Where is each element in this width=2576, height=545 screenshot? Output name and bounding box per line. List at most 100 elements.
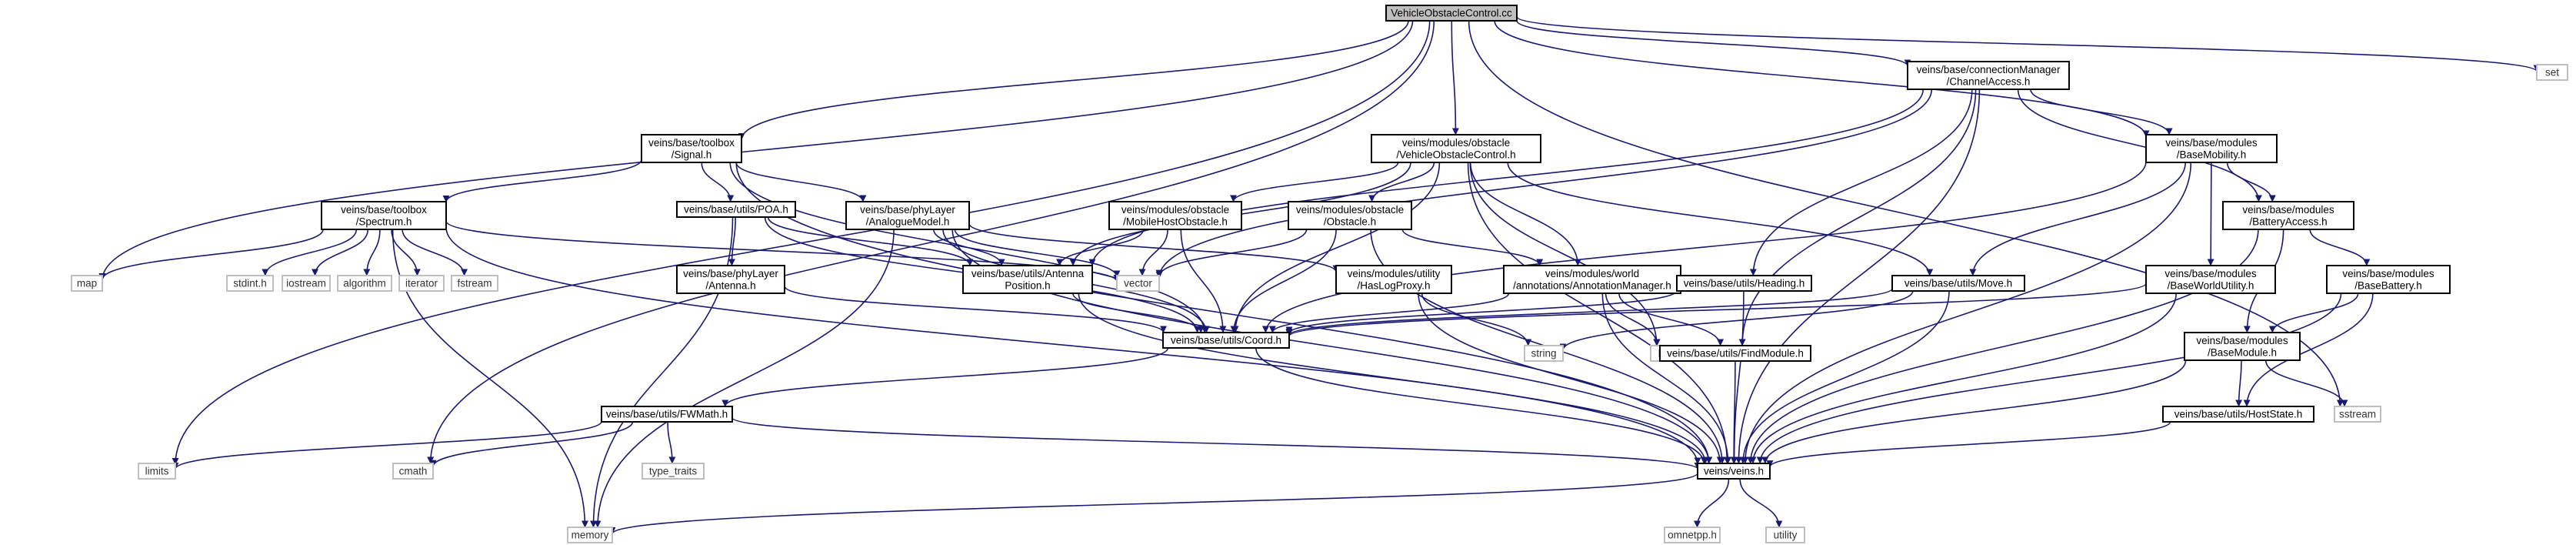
node-box [1108,201,1242,230]
node-label: /Spectrum.h [356,216,412,227]
node-vector: vector [1116,275,1160,292]
node-findmod[interactable]: veins/base/utils/FindModule.h [1659,345,1811,362]
node-box [2334,406,2381,423]
node-label: /Signal.h [671,149,712,160]
node-label: veins/modules/utility [1348,268,1441,279]
node-mho[interactable]: veins/modules/obstacle/MobileHostObstacl… [1108,201,1242,230]
edge-basebatt-to-basemodule [2268,293,2359,333]
edge-root-to-voc [1451,20,1459,135]
node-box [1385,5,1518,22]
node-box [1116,275,1160,292]
edge-spectrum-to-veins [445,227,1701,465]
node-label: /BaseMobility.h [2177,149,2247,160]
node-channel[interactable]: veins/base/connectionManager/ChannelAcce… [1907,61,2070,90]
node-move[interactable]: veins/base/utils/Move.h [1891,275,2025,292]
edge-move-to-veins [1739,290,1950,464]
edge-obstacle-to-vector [1155,229,1308,277]
node-coord[interactable]: veins/base/utils/Coord.h [1162,332,1290,349]
node-fstream: fstream [451,275,498,292]
node-label: map [77,278,97,289]
edge-hoststate-to-veins [1766,421,2171,468]
node-cmath: cmath [392,463,434,480]
node-label: string [1531,348,1556,359]
node-label: iostream [286,278,326,289]
node-heading[interactable]: veins/base/utils/Heading.h [1676,275,1812,292]
node-voc[interactable]: veins/modules/obstacle/VehicleObstacleCo… [1371,134,1541,163]
node-box [1371,134,1541,163]
node-veins[interactable]: veins/veins.h [1697,463,1771,480]
node-box [1524,345,1564,362]
node-label: veins/base/utils/Antenna [971,268,1085,279]
node-obstacle[interactable]: veins/modules/obstacle/Obstacle.h [1288,201,1412,230]
node-label: /annotations/AnnotationManager.h [1513,279,1671,291]
node-hoststate[interactable]: veins/base/utils/HostState.h [2162,406,2314,423]
edge-basemodule-to-hoststate [2235,359,2243,407]
node-label: veins/modules/obstacle [1402,137,1510,149]
edge-signal-to-analogue [735,162,867,202]
edge-obstacle-to-coord [1230,229,1337,333]
node-fwmath[interactable]: veins/base/utils/FWMath.h [601,406,733,423]
node-iostream: iostream [282,275,331,292]
edge-battacc-to-veins [1747,229,2259,464]
node-antenna[interactable]: veins/base/phyLayer/Antenna.h [676,265,785,294]
edge-heading-to-coord [1285,289,1678,334]
edge-coord-to-veins [1255,347,1708,464]
node-box [2184,332,2301,361]
edge-veins-to-utility [1739,478,1783,528]
edge-annot-to-veins [1601,293,1732,464]
edge-antpos-to-veins [1078,293,1709,464]
edge-analogue-to-vector [954,229,1121,278]
edge-mho-to-vector [1138,229,1168,276]
node-basemodule[interactable]: veins/base/modules/BaseModule.h [2184,332,2301,361]
node-bwu[interactable]: veins/base/modules/BaseWorldUtility.h [2145,265,2276,294]
node-annot[interactable]: veins/modules/world/annotations/Annotati… [1503,265,1681,294]
edge-signal-to-poa [701,162,735,202]
node-label: veins/base/utils/FindModule.h [1667,348,1804,359]
node-label: iterator [405,278,438,289]
node-label: /ChannelAccess.h [1947,75,2031,87]
edge-root-to-map [98,20,1414,281]
node-label: veins/base/modules [2165,137,2258,149]
node-box [398,275,445,292]
dependency-nodes: VehicleObstacleControl.cc veins/base/conn… [71,5,2568,543]
node-string: string [1524,345,1564,362]
node-haslog[interactable]: veins/modules/utility/HasLogProxy.h [1335,265,1452,294]
edge-coord-to-fwmath [721,347,1169,407]
node-signal[interactable]: veins/base/toolbox/Signal.h [641,134,742,163]
node-box [567,527,613,543]
node-basemob[interactable]: veins/base/modules/BaseMobility.h [2145,134,2278,163]
node-label: veins/modules/obstacle [1121,204,1229,216]
edge-spectrum-to-fstream [402,229,468,276]
node-label: veins/base/phyLayer [683,268,778,279]
edge-annot-to-list [1605,293,1661,346]
node-analogue[interactable]: veins/base/phyLayer/AnalogueModel.h [845,201,970,230]
edge-bwu-to-coord [1285,283,2147,337]
edge-signal-to-spectrum [442,159,642,202]
node-label: veins/base/utils/Move.h [1905,278,2012,289]
node-box [641,134,742,163]
edge-root-to-set [1516,15,2541,72]
node-basebatt[interactable]: veins/base/modules/BaseBattery.h [2326,265,2451,294]
node-box [392,463,434,480]
node-box [1659,345,1811,362]
edge-fwmath-to-cmath [429,421,634,467]
dependency-edges [98,15,2541,535]
node-box [1335,265,1452,294]
node-label: veins/base/utils/Coord.h [1171,335,1281,346]
node-label: /HasLogProxy.h [1357,279,1430,291]
edge-channel-to-battacc [2017,89,2262,202]
node-box [2222,201,2354,230]
edge-haslog-to-string [1421,293,1532,346]
edge-basebatt-to-hoststate [2243,293,2374,407]
node-label: Position.h [1005,279,1050,291]
node-root[interactable]: VehicleObstacleControl.cc [1385,5,1518,22]
node-omnetpp: omnetpp.h [1664,527,1721,543]
edge-basemob-to-coord [1261,161,2147,333]
node-battacc[interactable]: veins/base/modules/BatteryAccess.h [2222,201,2354,230]
node-poa[interactable]: veins/base/utils/POA.h [676,201,796,218]
node-spectrum[interactable]: veins/base/toolbox/Spectrum.h [321,201,447,230]
edge-haslog-to-veins [1418,293,1724,464]
node-box [676,201,796,218]
edge-basebatt-to-veins [1756,293,2342,464]
